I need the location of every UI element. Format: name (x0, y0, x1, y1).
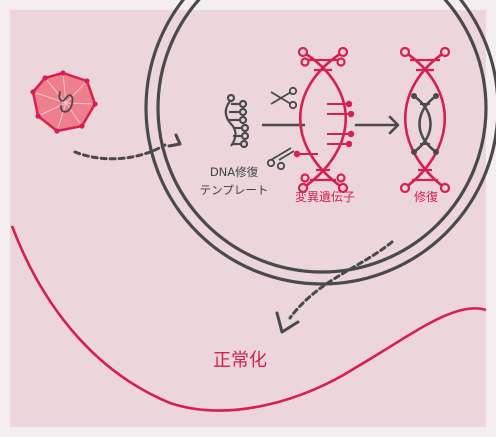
background-panel (10, 10, 486, 427)
scissors-icon (270, 86, 298, 110)
repair-template-label-line2: テンプレート (200, 183, 269, 197)
exit-arrow (275, 240, 394, 334)
nuclear-membrane-outer (144, 0, 496, 286)
mutant-dna-icon (293, 46, 355, 194)
cell-membrane (10, 225, 487, 412)
normalization-label: 正常化 (213, 350, 267, 371)
nucleus (144, 0, 496, 286)
nuclear-membrane-inner (156, 0, 488, 274)
mutant-gene-label: 変異遺伝子 (295, 189, 355, 204)
scissors-icon (266, 147, 295, 171)
virus-genome (58, 91, 74, 113)
repair-template-dna-icon (224, 93, 250, 149)
repair-label: 修復 (414, 189, 438, 204)
process-arrow (354, 115, 400, 135)
repaired-dna-icon (399, 46, 451, 194)
repair-template-label-line1: DNA修復 (210, 165, 259, 179)
entry-arrow (73, 133, 182, 161)
virus-icon (30, 70, 98, 134)
